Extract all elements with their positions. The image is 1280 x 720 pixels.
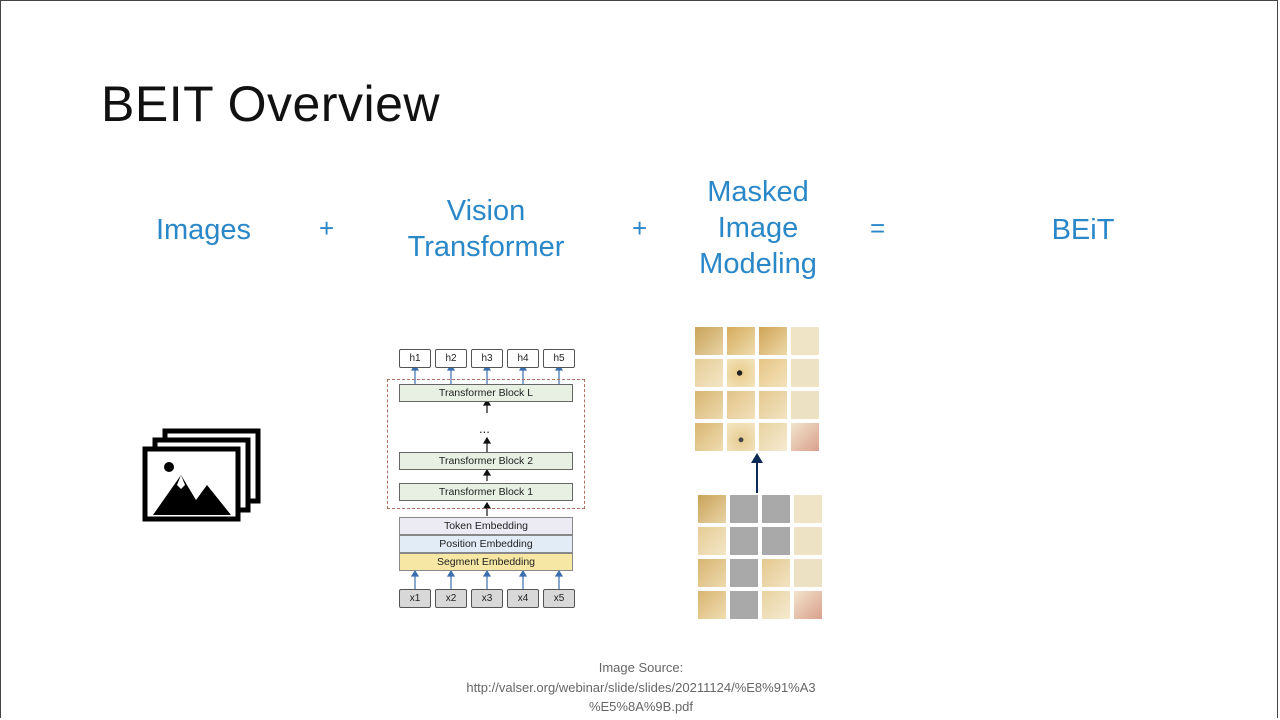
output-token-h1: h1 [399,349,431,368]
position-embedding: Position Embedding [399,535,573,553]
image-patch [759,423,787,451]
term-mim-line1: Masked [707,176,809,208]
masked-patch [762,527,790,555]
masked-patch [730,591,758,619]
term-mim-line3: Modeling [699,248,817,280]
image-patch [794,527,822,555]
image-patch [695,327,723,355]
plus-operator-2: + [632,213,648,243]
output-token-h2: h2 [435,349,467,368]
image-patch [759,327,787,355]
image-patch [794,591,822,619]
image-stack-icon [142,428,261,522]
image-patch [727,327,755,355]
image-patch [695,391,723,419]
image-patch [759,359,787,387]
image-patch [759,391,787,419]
input-token-x2: x2 [435,589,467,608]
plus-operator-1: + [319,213,335,243]
transformer-diagram: h1 h2 h3 h4 h5 Transformer Block L ... T… [381,341,591,611]
image-patch [698,559,726,587]
image-patch [698,591,726,619]
transformer-block-2: Transformer Block 2 [399,452,573,470]
term-vit-line2: Transformer [407,231,565,263]
term-vit-line1: Vision [446,195,526,227]
output-token-h4: h4 [507,349,539,368]
image-patch [794,559,822,587]
input-token-x3: x3 [471,589,503,608]
reconstruction-arrow [751,453,763,493]
image-patch [762,559,790,587]
output-token-h5: h5 [543,349,575,368]
input-token-x1: x1 [399,589,431,608]
input-token-x5: x5 [543,589,575,608]
masked-patch [730,527,758,555]
image-patch [727,359,755,387]
image-patch [791,359,819,387]
masked-patch [730,559,758,587]
image-patch [727,391,755,419]
input-token-x4: x4 [507,589,539,608]
image-patch [791,327,819,355]
term-beit-label: BEiT [1051,214,1115,246]
masked-patch [762,495,790,523]
term-masked-image-modeling: Masked Image Modeling [673,174,843,282]
transformer-encoder-boundary [387,379,585,509]
transformer-block-1: Transformer Block 1 [399,483,573,501]
caption-line-1: Image Source: [598,660,684,675]
image-patch [695,359,723,387]
image-patch [698,527,726,555]
slide-title: BEIT Overview [101,76,440,132]
image-patch [791,391,819,419]
segment-embedding: Segment Embedding [399,553,573,571]
caption-line-3: %E5%8A%9B.pdf [588,699,694,714]
image-patch [695,423,723,451]
image-patch [698,495,726,523]
masked-patch-grid [698,495,822,619]
token-embedding: Token Embedding [399,517,573,535]
output-token-h3: h3 [471,349,503,368]
masked-patch [730,495,758,523]
equals-operator: = [870,213,886,243]
reconstructed-patch-grid [695,327,819,451]
term-vision-transformer: Vision Transformer [381,193,591,265]
image-source-caption: Image Source: http://valser.org/webinar/… [381,658,901,717]
transformer-block-l: Transformer Block L [399,384,573,402]
image-patch [762,591,790,619]
ellipsis: ... [479,421,490,436]
caption-line-2: http://valser.org/webinar/slide/slides/2… [466,679,816,695]
image-patch [727,423,755,451]
term-mim-line2: Image [717,212,799,244]
term-beit: BEiT [1031,212,1135,248]
image-patch [794,495,822,523]
image-patch [791,423,819,451]
term-images-label: Images [155,214,252,246]
term-images: Images [141,212,266,248]
